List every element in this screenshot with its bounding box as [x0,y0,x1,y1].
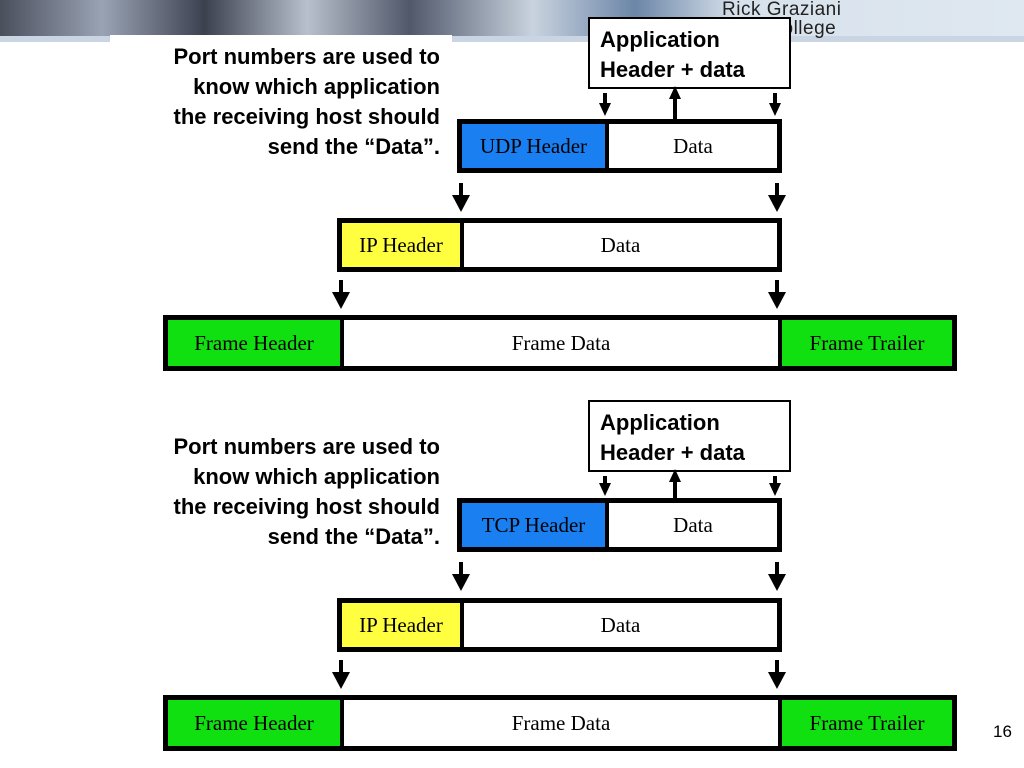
ip-header: IP Header [342,603,460,647]
app-box-line: Application [600,27,720,52]
arrow-down-icon [332,280,350,309]
caption-line: send the “Data”. [267,524,440,549]
caption: Port numbers are used to know which appl… [100,432,440,552]
udp-header: UDP Header [462,124,605,168]
caption-line: send the “Data”. [267,134,440,159]
frame-header: Frame Header [168,700,340,746]
caption-line: Port numbers are used to [173,434,440,459]
arrow-down-icon [769,476,781,496]
ip-packet: IP Header Data [337,218,782,272]
caption-background [110,35,452,45]
caption-line: Port numbers are used to [173,44,440,69]
tcp-header: TCP Header [462,503,605,547]
caption-line: know which application [193,74,440,99]
caption-line: the receiving host should [173,104,440,129]
tcp-data: Data [609,503,777,547]
tcp-encapsulation-section: Port numbers are used to know which appl… [0,380,1024,760]
arrow-up-icon [669,86,681,119]
caption: Port numbers are used to know which appl… [100,42,440,162]
arrow-down-icon [599,93,611,116]
arrow-down-icon [452,562,470,591]
arrow-down-icon [768,562,786,591]
frame-trailer: Frame Trailer [782,700,952,746]
application-box: Application Header + data [588,17,791,89]
frame-data: Frame Data [344,700,778,746]
arrow-down-icon [768,280,786,309]
app-box-line: Application [600,410,720,435]
ip-data: Data [464,603,777,647]
frame-trailer: Frame Trailer [782,320,952,366]
frame-header: Frame Header [168,320,340,366]
ip-header: IP Header [342,223,460,267]
arrows [332,86,786,309]
banner-stripe [0,36,1024,42]
tcp-segment: TCP Header Data [457,498,782,552]
arrow-down-icon [768,183,786,212]
caption-line: know which application [193,464,440,489]
udp-data: Data [609,124,777,168]
arrow-down-icon [599,476,611,496]
udp-encapsulation-section: Port numbers are used to know which appl… [0,0,1024,380]
app-box-line: Header + data [600,57,745,82]
arrow-up-icon [669,469,681,498]
application-box: Application Header + data [588,400,791,472]
arrow-down-icon [452,183,470,212]
udp-segment: UDP Header Data [457,119,782,173]
page-number: 16 [993,722,1012,741]
app-box-line: Header + data [600,440,745,465]
caption-line: the receiving host should [173,494,440,519]
frame: Frame Header Frame Data Frame Trailer [163,315,957,371]
ip-data: Data [464,223,777,267]
arrows [332,469,786,689]
arrow-down-icon [768,660,786,689]
frame: Frame Header Frame Data Frame Trailer [163,695,957,751]
frame-data: Frame Data [344,320,778,366]
arrow-down-icon [769,93,781,116]
ip-packet: IP Header Data [337,598,782,652]
author-name: Rick Graziani [722,0,842,20]
arrow-down-icon [332,660,350,689]
